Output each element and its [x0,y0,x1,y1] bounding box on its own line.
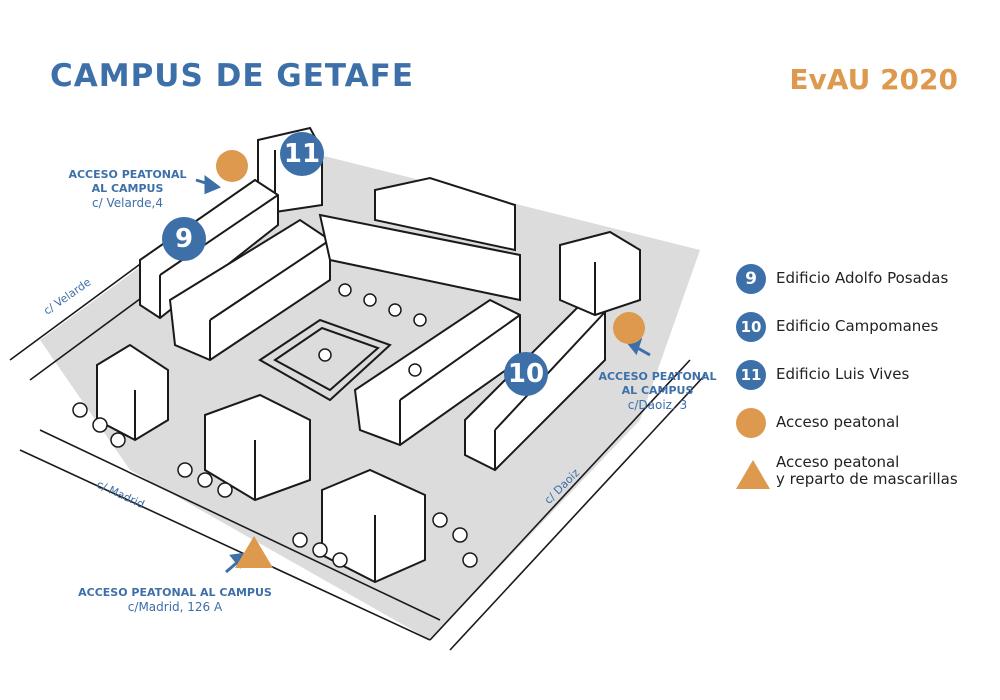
callout-daoiz-address: c/Daoiz, 3 [627,398,688,412]
legend-label-9: Edificio Adolfo Posadas [776,269,949,287]
callout-velarde: ACCESO PEATONAL AL CAMPUS c/ Velarde,4 [60,168,195,210]
legend-label-10: Edificio Campomanes [776,317,939,335]
callout-madrid: ACCESO PEATONAL AL CAMPUS c/Madrid, 126 … [70,586,280,614]
legend-label-masks: Acceso peatonal y reparto de mascarillas [776,454,958,488]
legend-label-access: Acceso peatonal [776,413,900,431]
callout-daoiz: ACCESO PEATONAL AL CAMPUS c/Daoiz, 3 [590,370,725,412]
marker-building-10[interactable]: 10 [504,352,548,396]
legend-access-triangle-icon [736,460,770,489]
trees [72,283,478,568]
building-north-block [318,176,521,302]
building-front [204,393,311,502]
callout-daoiz-line1: ACCESO PEATONAL [598,370,717,383]
legend-row-10: 10 Edificio Campomanes [736,310,986,358]
map-legend: 9 Edificio Adolfo Posadas 10 Edificio Ca… [736,262,986,502]
building-adolfo-posadas [139,178,279,320]
legend-row-masks: Acceso peatonal y reparto de mascarillas [736,454,986,502]
legend-label-masks-line1: Acceso peatonal [776,453,900,471]
callout-madrid-line1: ACCESO PEATONAL AL CAMPUS [78,586,272,599]
access-triangle-madrid[interactable] [235,536,273,568]
page-title: CAMPUS DE GETAFE [50,58,415,94]
marker-building-9[interactable]: 9 [162,217,206,261]
courtyard [258,318,392,402]
callout-daoiz-line2: AL CAMPUS [621,384,694,397]
legend-badge-9: 9 [736,264,766,294]
legend-row-access: Acceso peatonal [736,406,986,454]
callout-velarde-address: c/ Velarde,4 [92,196,163,210]
event-label: EvAU 2020 [789,63,958,96]
legend-access-dot-icon [736,408,766,438]
callout-velarde-line2: AL CAMPUS [91,182,164,195]
legend-row-11: 11 Edificio Luis Vives [736,358,986,406]
legend-badge-10: 10 [736,312,766,342]
legend-label-masks-line2: y reparto de mascarillas [776,470,958,488]
access-dot-velarde[interactable] [216,150,248,182]
legend-badge-11: 11 [736,360,766,390]
access-dot-daoiz[interactable] [613,312,645,344]
building-ne-tower [559,230,641,317]
callout-velarde-line1: ACCESO PEATONAL [68,168,187,181]
callout-madrid-address: c/Madrid, 126 A [127,600,223,614]
marker-building-11[interactable]: 11 [280,132,324,176]
legend-label-11: Edificio Luis Vives [776,365,910,383]
building-west-wing [168,218,331,362]
legend-row-9: 9 Edificio Adolfo Posadas [736,262,986,310]
